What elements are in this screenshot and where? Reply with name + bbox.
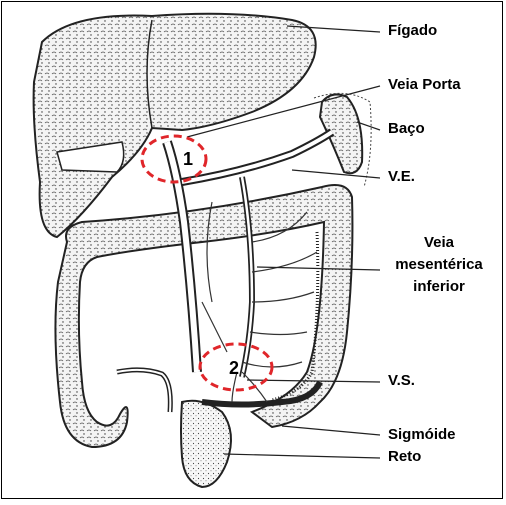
label-figado: Fígado: [388, 22, 437, 39]
label-ve: V.E.: [388, 168, 415, 185]
label-vmi-line2: mesentérica: [380, 254, 498, 276]
diagram-frame: 1 2 Fígado Veia Porta Baço V.E. Veia mes…: [1, 1, 503, 499]
label-sigmoide: Sigmóide: [388, 426, 456, 443]
rectum: [181, 401, 231, 487]
label-vmi-line3: inferior: [380, 276, 498, 298]
label-baco: Baço: [388, 120, 425, 137]
label-reto: Reto: [388, 448, 421, 465]
marker-2-label: 2: [229, 358, 239, 378]
label-vs: V.S.: [388, 372, 415, 389]
label-veia-mesenterica-inferior: Veia mesentérica inferior: [380, 232, 498, 298]
marker-1-label: 1: [183, 149, 193, 169]
label-veia-porta: Veia Porta: [388, 76, 461, 93]
marker-2: 2: [200, 344, 272, 390]
label-vmi-line1: Veia: [380, 232, 498, 254]
